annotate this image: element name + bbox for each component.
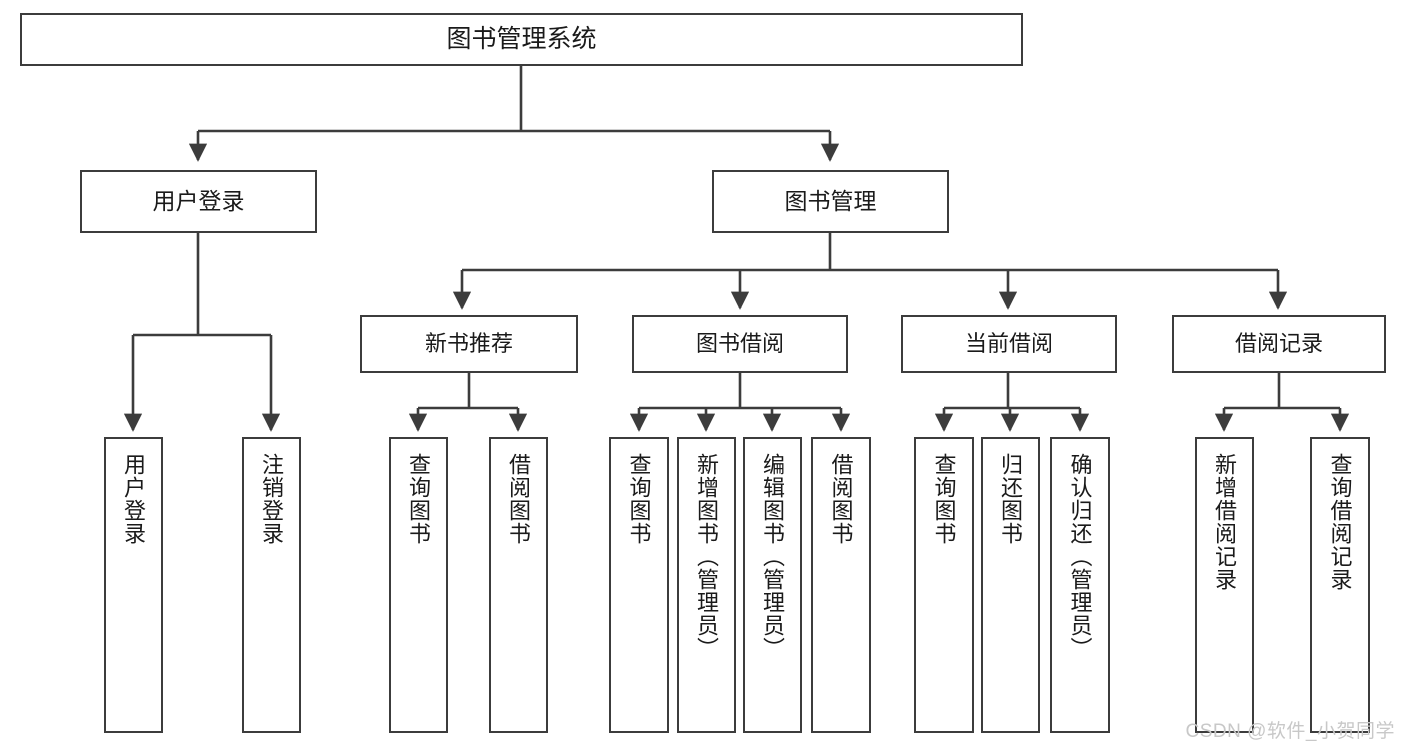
node-label: 图书管理系统: [446, 24, 597, 53]
leaf-user-login[interactable]: 用户登录: [104, 437, 163, 733]
node-borrow-record[interactable]: 借阅记录: [1172, 315, 1386, 373]
leaf-add-book-admin[interactable]: 新增图书（管理员）: [677, 437, 736, 733]
node-label: 用户登录: [121, 453, 147, 545]
node-label: 借阅图书: [828, 453, 854, 545]
node-label: 当前借阅: [964, 331, 1053, 357]
leaf-borrow-books-recommend[interactable]: 借阅图书: [489, 437, 548, 733]
leaf-add-borrow-record[interactable]: 新增借阅记录: [1195, 437, 1254, 733]
node-book-management[interactable]: 图书管理: [712, 170, 949, 233]
leaf-confirm-return-admin[interactable]: 确认归还（管理员）: [1050, 437, 1110, 733]
node-label: 查询图书: [931, 453, 957, 545]
node-label: 借阅图书: [506, 453, 532, 545]
node-label: 注销登录: [259, 453, 285, 545]
watermark: CSDN @软件_小贺同学: [1185, 721, 1395, 742]
node-label: 图书借阅: [695, 331, 784, 357]
leaf-edit-book-admin[interactable]: 编辑图书（管理员）: [743, 437, 802, 733]
node-label: 新增图书（管理员）: [694, 453, 720, 660]
leaf-query-books-current[interactable]: 查询图书: [914, 437, 974, 733]
node-label: 借阅记录: [1234, 331, 1323, 357]
node-root-book-management-system[interactable]: 图书管理系统: [20, 13, 1023, 66]
node-label: 新增借阅记录: [1212, 453, 1238, 591]
node-user-login[interactable]: 用户登录: [80, 170, 317, 233]
node-label: 图书管理: [784, 187, 877, 214]
node-label: 查询图书: [626, 453, 652, 545]
node-label: 查询借阅记录: [1327, 453, 1353, 591]
node-new-book-recommend[interactable]: 新书推荐: [360, 315, 578, 373]
node-label: 查询图书: [406, 453, 432, 545]
node-label: 编辑图书（管理员）: [760, 453, 786, 660]
leaf-query-books-borrow[interactable]: 查询图书: [609, 437, 669, 733]
node-label: 归还图书: [998, 453, 1024, 545]
node-label: 新书推荐: [424, 331, 513, 357]
node-current-borrow[interactable]: 当前借阅: [901, 315, 1117, 373]
node-book-borrow[interactable]: 图书借阅: [632, 315, 848, 373]
leaf-borrow-books[interactable]: 借阅图书: [811, 437, 871, 733]
node-label: 确认归还（管理员）: [1067, 453, 1093, 660]
node-label: 用户登录: [152, 187, 245, 214]
leaf-return-books[interactable]: 归还图书: [981, 437, 1040, 733]
leaf-query-borrow-record[interactable]: 查询借阅记录: [1310, 437, 1370, 733]
leaf-logout-login[interactable]: 注销登录: [242, 437, 301, 733]
leaf-query-books-recommend[interactable]: 查询图书: [389, 437, 448, 733]
